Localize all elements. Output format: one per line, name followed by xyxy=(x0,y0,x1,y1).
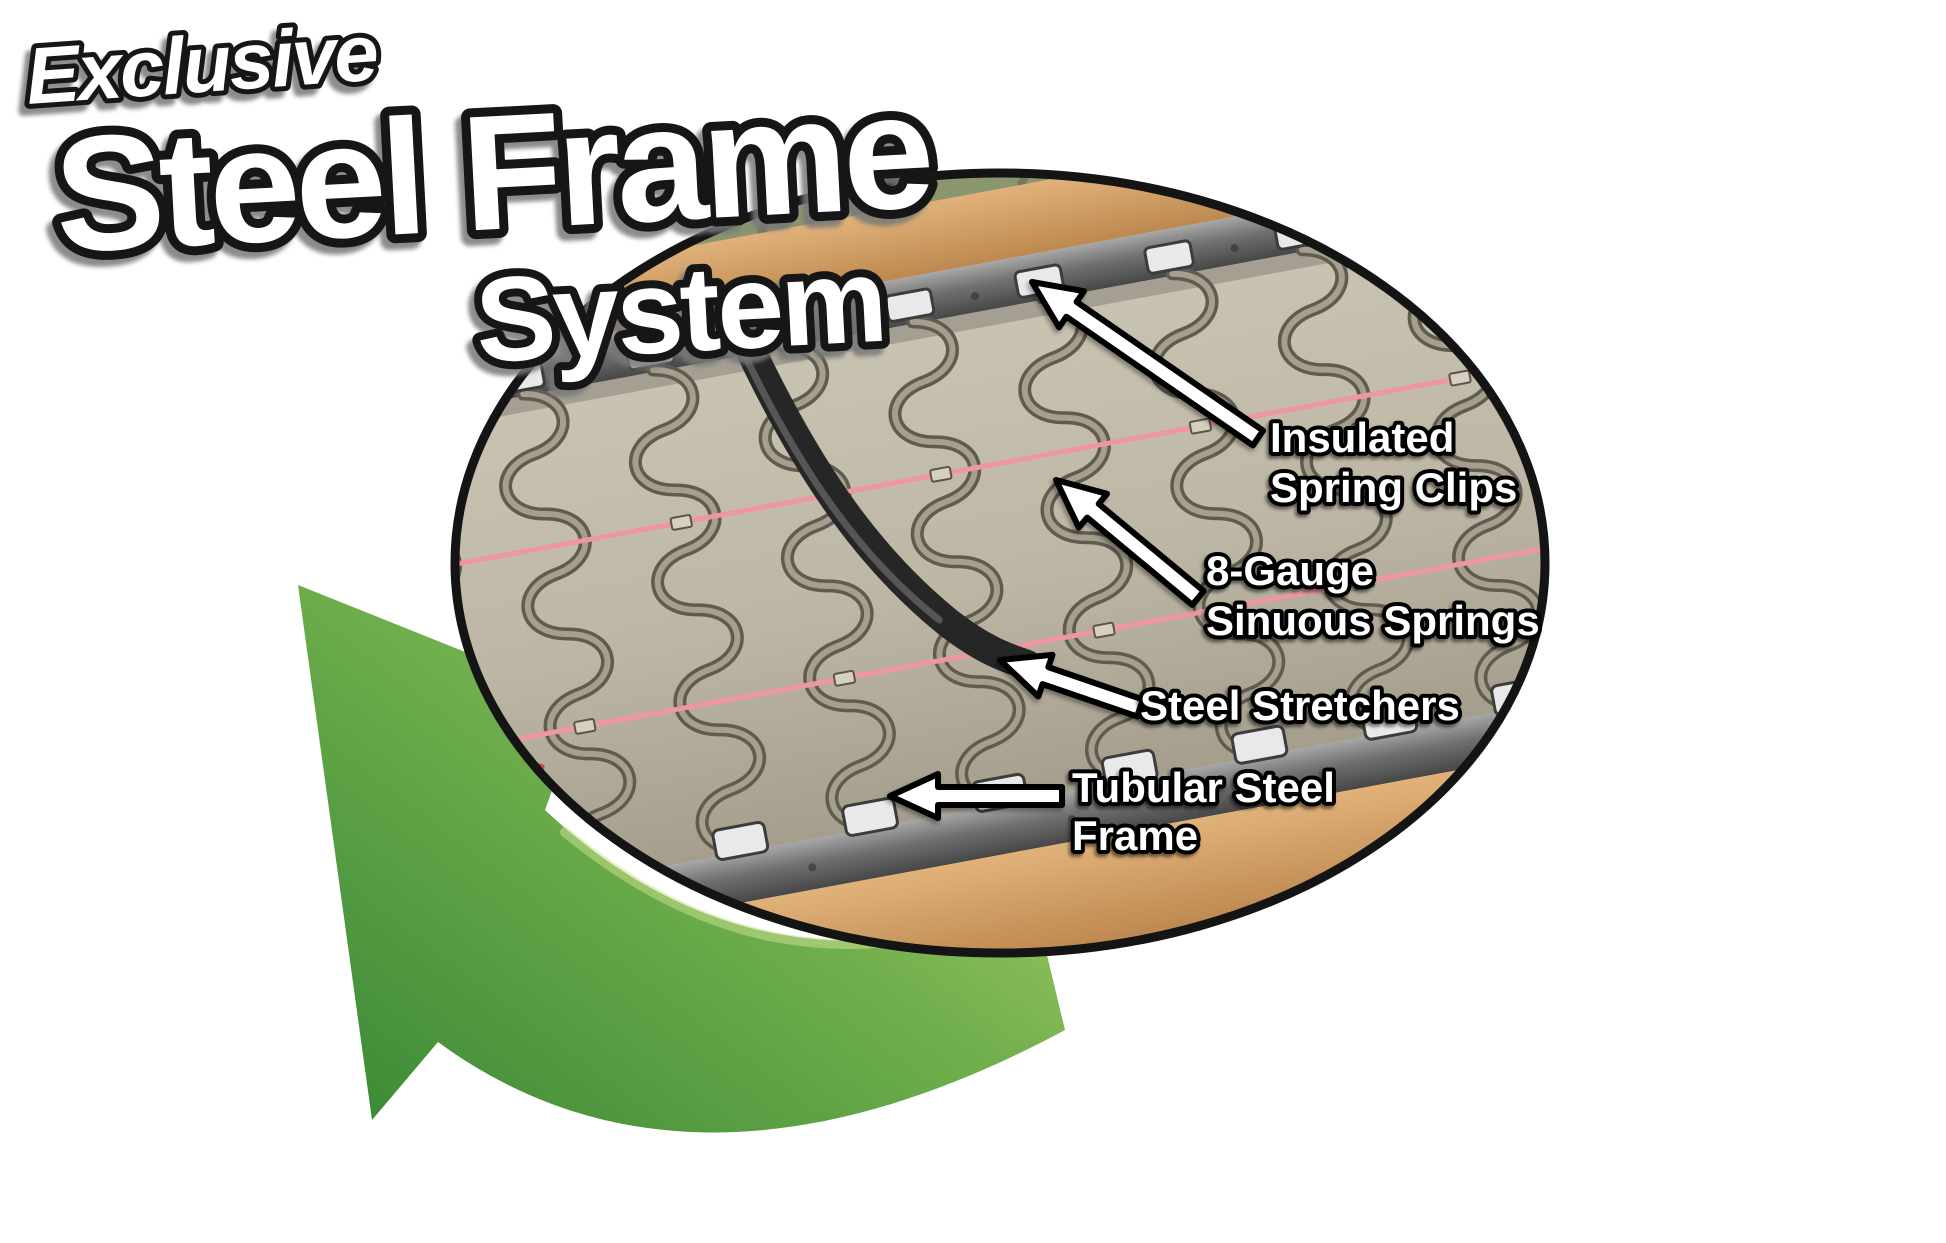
wire-clip xyxy=(1448,369,1472,387)
wire-clip xyxy=(832,669,856,687)
seat-deck xyxy=(455,175,1545,937)
callout-labels: Insulated Spring Clips 8-Gauge Sinuous S… xyxy=(1068,410,1544,863)
spring-clip xyxy=(1117,72,1154,98)
oval-border xyxy=(450,168,1550,958)
wire-clip xyxy=(669,514,693,531)
wire-clip xyxy=(1351,573,1376,591)
label-sinuous-springs-line1: 8-Gauge xyxy=(1206,547,1374,594)
label-tubular-steel-frame-line2: Frame xyxy=(1072,812,1198,859)
steel-stretcher-tube xyxy=(729,322,1043,680)
label-sinuous-springs-line2: Sinuous Springs xyxy=(1206,597,1540,644)
spring-clip xyxy=(754,311,806,347)
wire-clip xyxy=(411,563,433,578)
spring-clip xyxy=(1372,25,1409,51)
spring-clip xyxy=(1143,239,1195,275)
rivet xyxy=(711,340,720,349)
wire-clip xyxy=(573,718,597,735)
spring-clip xyxy=(1230,724,1289,765)
rivet xyxy=(1230,243,1239,252)
title-block: Exclusive Steel Frame System xyxy=(18,3,942,396)
arrow-insulated-spring-clips xyxy=(1029,279,1267,449)
insulator-wire xyxy=(455,512,1545,777)
wire-clip xyxy=(1092,621,1116,639)
spring-clip xyxy=(883,287,936,323)
rivet xyxy=(1067,815,1076,824)
label-tubular-steel-frame-line1: Tubular Steel xyxy=(1072,764,1335,811)
arrow-steel-stretchers xyxy=(997,651,1146,720)
spring-clip xyxy=(1403,191,1455,227)
spring-clip xyxy=(624,335,676,371)
label-insulated-spring-clips-line2: Spring Clips xyxy=(1270,464,1517,511)
insulator-wires xyxy=(411,332,1545,777)
rivet xyxy=(455,388,460,397)
label-steel-stretchers: Steel Stretchers xyxy=(1140,682,1460,729)
callout-arrows xyxy=(887,279,1267,821)
spring-clip xyxy=(711,820,770,861)
spring-clip xyxy=(1100,748,1159,789)
spring-clip xyxy=(1360,700,1419,741)
wire-clip xyxy=(929,465,953,483)
title-system: System xyxy=(472,233,887,388)
arrow-tubular-steel-frame xyxy=(887,771,1065,821)
spring-clip xyxy=(841,796,899,837)
arrow-sinuous-springs xyxy=(1053,477,1207,608)
title-steel-frame: Steel Frame xyxy=(50,58,933,287)
rivet xyxy=(970,292,979,301)
rivet xyxy=(808,863,817,872)
spring-clip xyxy=(365,384,415,418)
label-insulated-spring-clips-line1: Insulated xyxy=(1270,414,1454,461)
wire-clip xyxy=(1188,417,1213,435)
